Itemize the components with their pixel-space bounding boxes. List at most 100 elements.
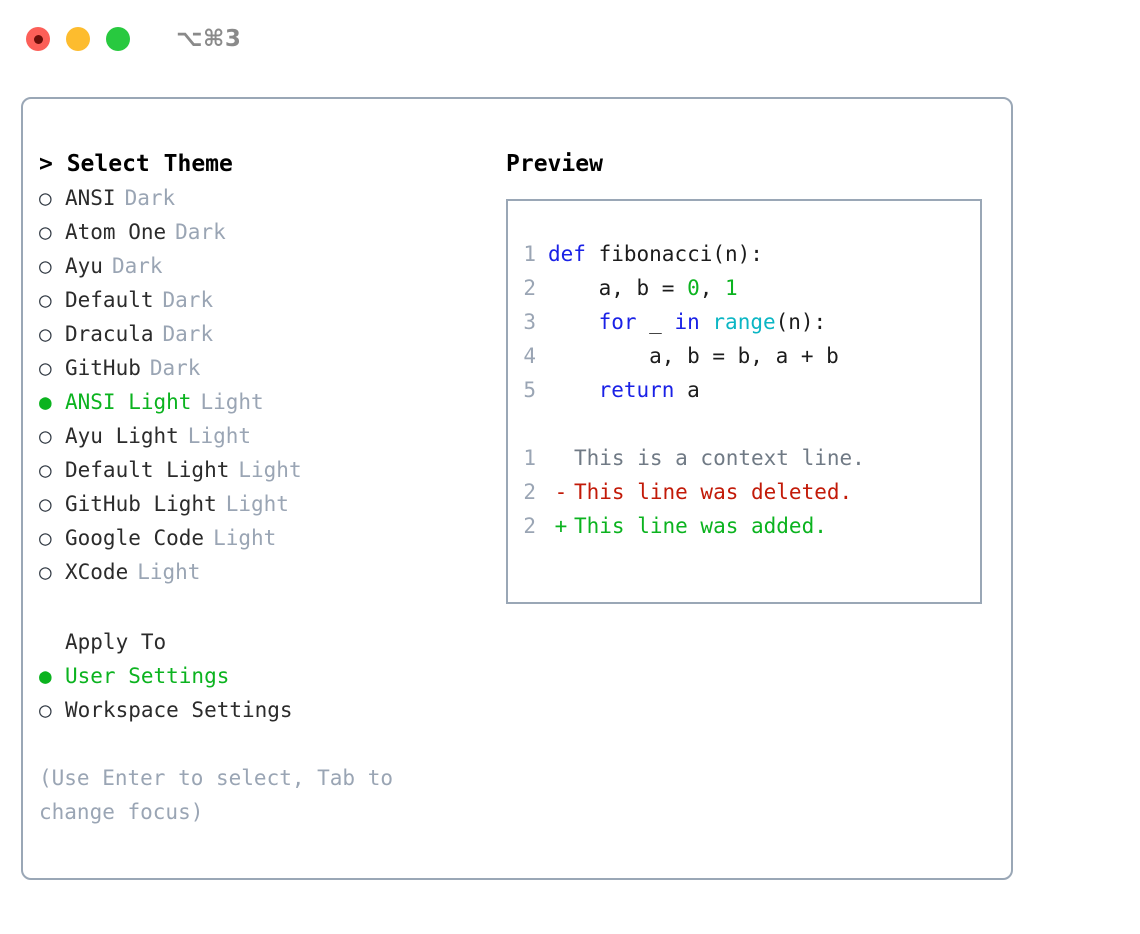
preview-column: Preview 1 def fibonacci(n): 2 a, b = 0, … [488,99,1011,878]
theme-name: Default Light [65,458,230,482]
line-number: 5 [523,378,536,402]
code-token: 1 [725,276,738,300]
theme-name: Ayu [65,254,103,278]
theme-tag: Dark [149,356,201,380]
code-token: fibonacci(n): [585,242,763,266]
theme-list-item[interactable]: ○ Ayu Light Light [39,419,488,453]
radio-icon: ○ [39,526,52,550]
diff-text: This line was added. [574,514,827,538]
apply-to-option-user-settings[interactable]: ● User Settings [39,659,488,693]
radio-selected-icon: ● [39,664,52,688]
radio-icon: ○ [39,492,52,516]
title-bar: ⌥⌘3 [0,0,1140,78]
diff-line-context: 1 This is a context line. [508,441,980,475]
zoom-button[interactable] [106,27,130,51]
preview-box: 1 def fibonacci(n): 2 a, b = 0, 1 3 for … [506,199,982,604]
code-token: a, b = [548,276,688,300]
theme-tag: Dark [175,220,226,244]
minimize-button[interactable] [66,27,90,51]
theme-name: ANSI Light [65,390,192,414]
main-panel: > Select Theme ○ ANSI Dark ○ Atom One Da… [21,97,1013,880]
line-number: 2 [523,276,536,300]
theme-tag: Dark [162,322,214,346]
theme-tag: Light [200,390,264,414]
code-token [700,310,713,334]
code-token: 0 [687,276,700,300]
radio-icon: ○ [39,254,52,278]
theme-list-item[interactable]: ○ Atom One Dark [39,215,488,249]
radio-icon: ○ [39,322,52,346]
radio-icon: ○ [39,356,52,380]
theme-selector-column: > Select Theme ○ ANSI Dark ○ Atom One Da… [23,99,488,878]
close-button[interactable] [26,27,50,51]
theme-list-item[interactable]: ○ Default Light Light [39,453,488,487]
theme-list-item[interactable]: ○ Default Dark [39,283,488,317]
theme-name: XCode [65,560,129,584]
code-token: , [699,276,726,300]
code-token: a, b = b, a + b [548,344,839,368]
radio-icon: ○ [39,288,52,312]
diff-sign: + [554,514,568,538]
apply-to-group: Apply To ● User Settings ○ Workspace Set… [39,625,488,727]
code-token: in [674,310,700,334]
diff-sign: - [554,480,568,504]
keyboard-shortcut-badge: ⌥⌘3 [176,26,242,52]
theme-name: Ayu Light [65,424,179,448]
code-token: range [712,310,776,334]
diff-line-added: 2 + This line was added. [508,509,980,543]
code-token [548,310,599,334]
radio-icon: ○ [39,220,52,244]
apply-to-option-label: Workspace Settings [65,698,293,722]
radio-icon: ○ [39,424,52,448]
theme-name: Atom One [65,220,167,244]
theme-list-item[interactable]: ○ ANSI Dark [39,181,488,215]
code-token: def [548,242,586,266]
theme-list-item-selected[interactable]: ● ANSI Light Light [39,385,488,419]
code-text: for _ in range(n): [548,305,827,339]
theme-list-item[interactable]: ○ XCode Light [39,555,488,589]
theme-list-item[interactable]: ○ GitHub Light Light [39,487,488,521]
code-text: a, b = b, a + b [548,339,839,373]
line-number: 4 [523,344,536,368]
line-number: 2 [523,480,536,504]
line-number: 1 [523,446,536,470]
theme-tag: Dark [124,186,176,210]
traffic-light-group [26,27,130,51]
theme-tag: Light [187,424,252,448]
code-token: for [598,310,637,334]
diff-sign [548,441,574,475]
code-text: a, b = 0, 1 [548,271,738,305]
theme-tag: Dark [162,288,214,312]
theme-tag: Light [137,560,201,584]
theme-list: ○ ANSI Dark ○ Atom One Dark ○ Ayu Dark [39,181,488,589]
theme-list-item[interactable]: ○ GitHub Dark [39,351,488,385]
line-number: 1 [523,242,536,266]
preview-heading: Preview [506,151,603,177]
code-token: a [674,378,700,402]
diff-text: This line was deleted. [574,480,853,504]
radio-selected-icon: ● [39,390,52,414]
code-token: return [598,378,675,402]
apply-to-heading: Apply To [65,630,167,654]
theme-name: ANSI [65,186,116,210]
theme-tag: Light [238,458,302,482]
theme-name: Dracula [65,322,154,346]
theme-list-item[interactable]: ○ Dracula Dark [39,317,488,351]
preview-spacer [508,407,980,441]
apply-to-option-workspace-settings[interactable]: ○ Workspace Settings [39,693,488,727]
theme-name: GitHub Light [65,492,217,516]
code-token [548,378,599,402]
code-line: 4 a, b = b, a + b [508,339,980,373]
line-number: 2 [523,514,536,538]
diff-text: This is a context line. [574,446,865,470]
code-text: return a [548,373,700,407]
code-token: _ [636,310,675,334]
theme-tag: Light [213,526,277,550]
theme-list-item[interactable]: ○ Ayu Dark [39,249,488,283]
theme-name: GitHub [65,356,141,380]
diff-line-deleted: 2 - This line was deleted. [508,475,980,509]
theme-list-item[interactable]: ○ Google Code Light [39,521,488,555]
theme-name: Default [65,288,154,312]
theme-tag: Dark [111,254,163,278]
